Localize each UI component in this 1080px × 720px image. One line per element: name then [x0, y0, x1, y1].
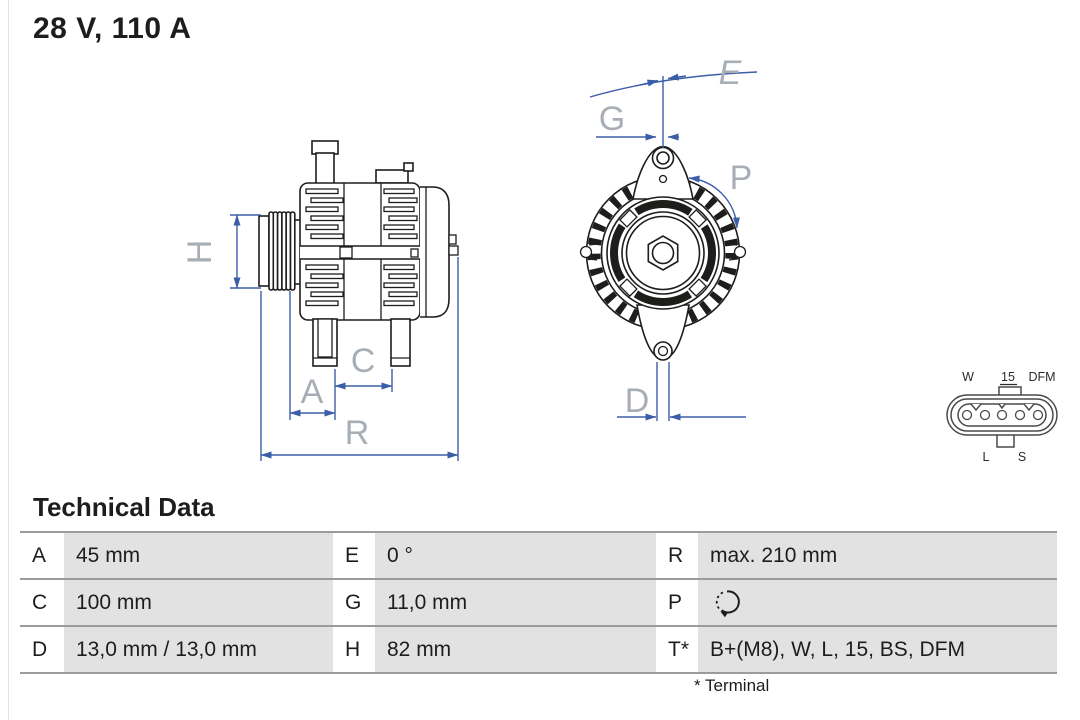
- side-view-dimension-labels: H A C R: [181, 240, 375, 452]
- rotation-direction-icon: [715, 590, 740, 618]
- connector-terminal-labels: W 15 DFM L S: [962, 370, 1055, 464]
- front-view-drawing: [579, 145, 747, 361]
- dim-key-p: P: [656, 578, 698, 625]
- dimension-label-p: P: [730, 159, 753, 197]
- dimension-label-g: G: [599, 100, 625, 138]
- side-view-dimensions: [230, 214, 459, 461]
- dimension-label-c: C: [351, 342, 376, 380]
- terminal-label-l: L: [983, 450, 990, 464]
- front-view-dimension-labels: E G P D: [599, 54, 753, 420]
- dim-value-r: max. 210 mm: [698, 531, 1057, 578]
- terminal-label-dfm: DFM: [1028, 370, 1055, 384]
- side-view-shaft-band: [300, 245, 420, 260]
- dim-key-a: A: [20, 531, 64, 578]
- technical-data-table: A 45 mm E 0 ° R max. 210 mm C 100 mm G 1…: [20, 531, 1057, 674]
- dimension-label-e: E: [719, 54, 742, 92]
- side-view-fins-rear: [383, 188, 418, 307]
- dimension-label-r: R: [345, 414, 370, 452]
- side-view-drawing: [258, 140, 459, 367]
- technical-data-heading: Technical Data: [33, 492, 215, 522]
- terminal-footnote: * Terminal: [694, 676, 770, 695]
- dimension-label-a: A: [301, 373, 324, 411]
- dim-key-c: C: [20, 578, 64, 625]
- dim-value-c: 100 mm: [64, 578, 333, 625]
- dim-key-d: D: [20, 625, 64, 672]
- side-view-rear-cover: [420, 186, 459, 318]
- side-view-pulley: [258, 211, 302, 291]
- side-view-fins-front: [305, 188, 344, 307]
- dimension-label-h: H: [181, 240, 219, 265]
- front-view-shaft-nut: [647, 235, 679, 271]
- dim-key-e: E: [333, 531, 375, 578]
- dim-value-a: 45 mm: [64, 531, 333, 578]
- dim-key-t: T*: [656, 625, 698, 672]
- side-view-rear-bracket: [375, 162, 414, 184]
- rotation-p-arrow: [688, 175, 740, 229]
- side-view-bottom-lugs: [312, 318, 411, 367]
- page-title: 28 V, 110 A: [33, 12, 192, 45]
- dim-value-p: [698, 578, 1057, 625]
- terminal-label-w: W: [962, 370, 974, 384]
- dim-key-r: R: [656, 531, 698, 578]
- terminal-label-15: 15: [1001, 370, 1015, 384]
- dim-value-h: 82 mm: [375, 625, 656, 672]
- dimension-label-d: D: [625, 382, 650, 420]
- connector-pins: [961, 409, 1044, 421]
- dim-value-t: B+(M8), W, L, 15, BS, DFM: [698, 625, 1057, 672]
- front-view-dimensions: [589, 71, 758, 421]
- dim-key-h: H: [333, 625, 375, 672]
- connector-pinout-diagram: [946, 383, 1058, 448]
- dim-key-g: G: [333, 578, 375, 625]
- front-view-top-lug: [632, 145, 694, 200]
- terminal-label-s: S: [1018, 450, 1026, 464]
- dim-value-e: 0 °: [375, 531, 656, 578]
- page-edge-divider: [8, 0, 9, 720]
- front-view-side-ears: [579, 243, 747, 261]
- side-view-top-lug: [311, 140, 339, 188]
- alternator-technical-drawing: H A C R: [181, 54, 1058, 464]
- dim-value-d: 13,0 mm / 13,0 mm: [64, 625, 333, 672]
- front-view-lug-holes: [651, 146, 675, 361]
- dim-value-g: 11,0 mm: [375, 578, 656, 625]
